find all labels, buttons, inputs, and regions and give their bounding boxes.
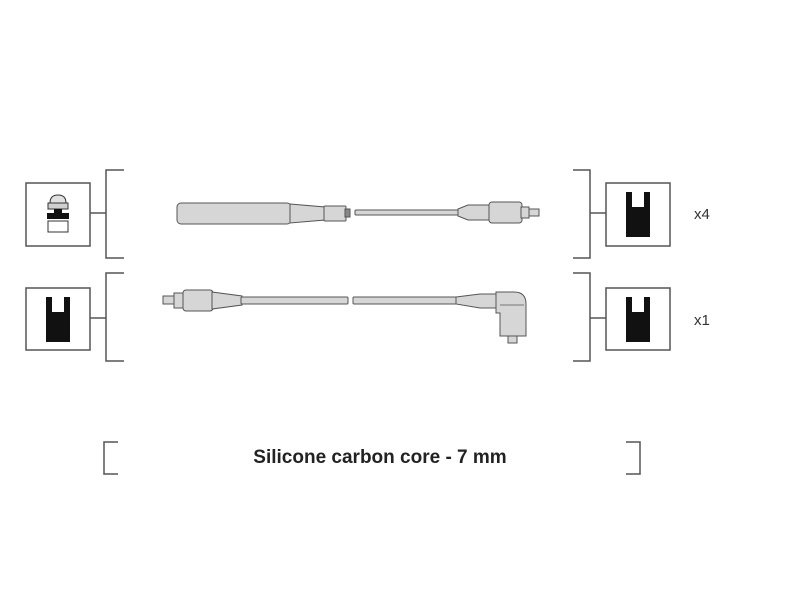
spark-plug-terminal-icon (47, 194, 69, 233)
caption-bracket-right (626, 441, 641, 475)
ignition-cable-straight (176, 201, 540, 225)
top-left-terminal-box (25, 169, 124, 259)
cable-spec-caption: Silicone carbon core - 7 mm (253, 447, 507, 468)
quantity-label-bottom: x1 (694, 312, 710, 329)
ignition-cable-angled (162, 289, 527, 344)
bottom-right-terminal-box (573, 272, 671, 362)
quantity-label-top: x4 (694, 206, 710, 223)
caption-bracket-left (103, 441, 118, 475)
boot-connector-icon (46, 297, 70, 342)
top-right-terminal-box (573, 169, 671, 259)
boot-connector-icon (626, 192, 650, 237)
bottom-left-terminal-box (25, 272, 124, 362)
boot-connector-icon (626, 297, 650, 342)
